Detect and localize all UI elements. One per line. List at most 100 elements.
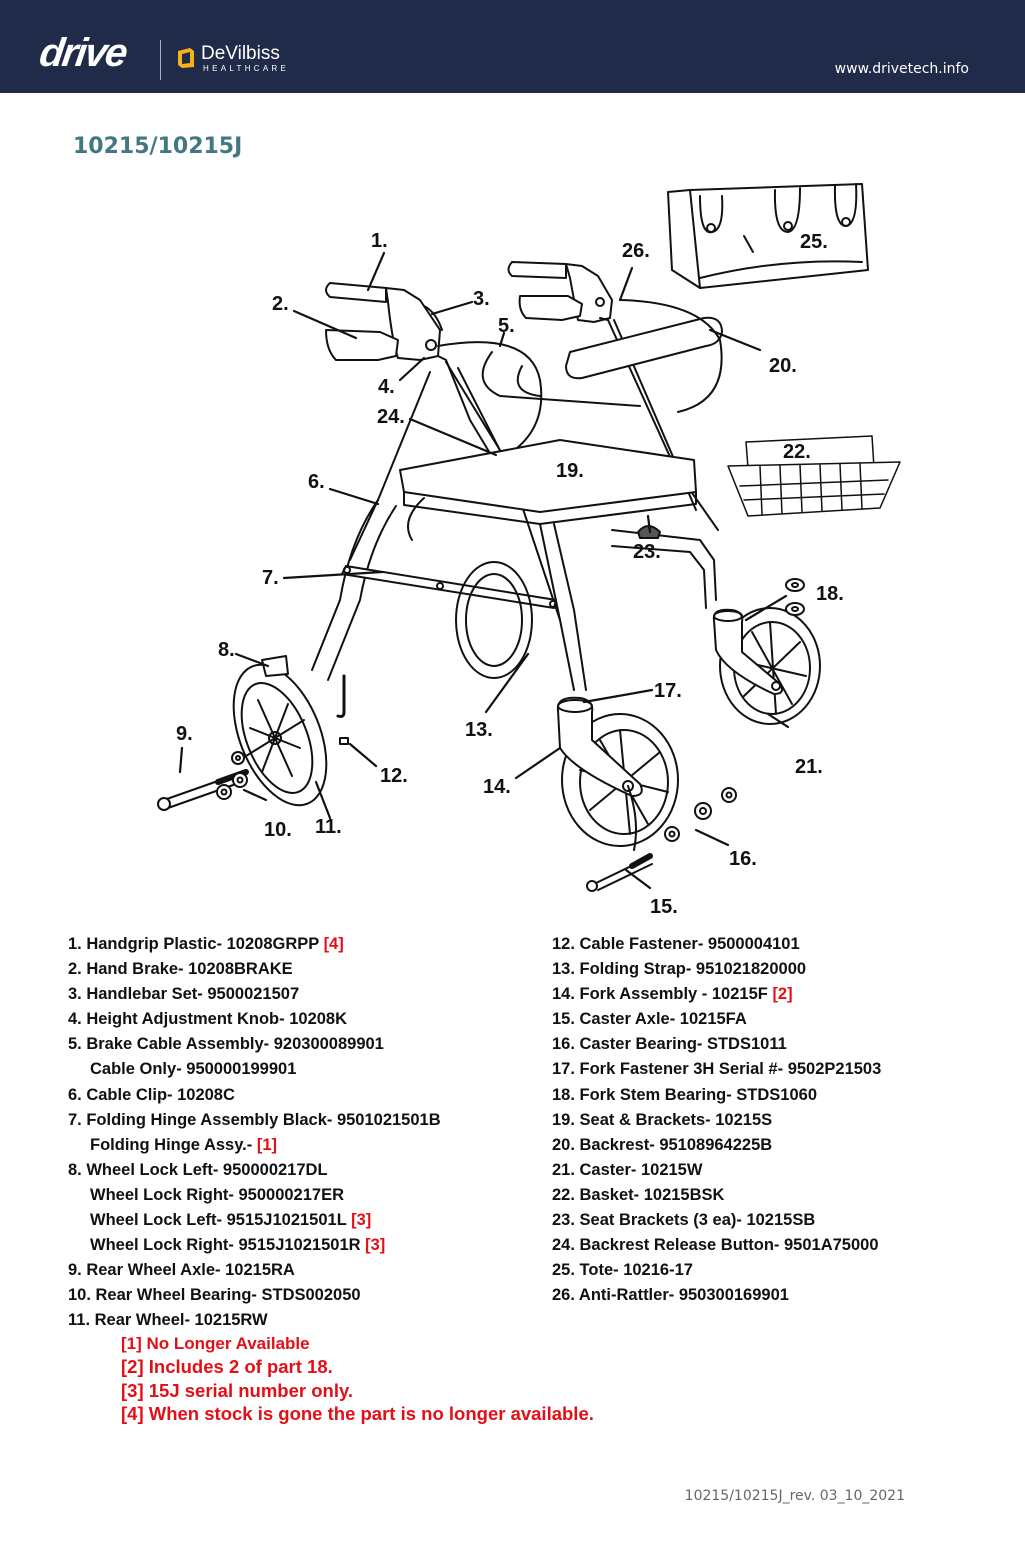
part-row: 17. Fork Fastener 3H Serial #- 9502P2150… [552,1057,881,1082]
callout-22: 22. [783,441,811,463]
part-row: 8. Wheel Lock Left- 950000217DL [68,1158,441,1183]
parts-list-left: 1. Handgrip Plastic- 10208GRPP [4] 2. Ha… [68,932,441,1334]
cable-fastener-drawing [336,674,349,745]
left-handle-drawing [325,282,443,361]
caster-parts-drawing [586,578,805,892]
part-row: Folding Hinge Assy.- [1] [68,1133,441,1158]
part-text: 9. Rear Wheel Axle- 10215RA [68,1261,295,1280]
part-text: Wheel Lock Right- 9515J1021501R [90,1236,361,1255]
footnote-2: [2] Includes 2 of part 18. [121,1356,333,1378]
part-text: 4. Height Adjustment Knob- 10208K [68,1010,348,1029]
callout-13: 13. [465,719,493,741]
part-row: 5. Brake Cable Assembly- 920300089901 [68,1032,441,1057]
callout-11: 11. [315,816,342,838]
part-text: 12. Cable Fastener- 9500004101 [552,935,800,953]
part-text: 19. Seat & Brackets- 10215S [552,1110,773,1129]
devilbiss-name: DeVilbiss [201,43,280,64]
part-row: 1. Handgrip Plastic- 10208GRPP [4] [68,932,441,957]
basket-drawing [727,435,901,517]
part-text: 13. Folding Strap- 951021820000 [552,960,807,979]
part-row: Wheel Lock Left- 9515J1021501L [3] [68,1208,441,1233]
callout-4: 4. [378,376,395,398]
part-text: 11. Rear Wheel- 10215RW [68,1311,268,1330]
exploded-parts-diagram: 1. 2. 3. 4. 5. 6. 7. 8. 9. 10. 11. 12. 1… [157,183,901,918]
callout-7: 7. [262,567,279,589]
part-text: 17. Fork Fastener 3H Serial #- 9502P2150… [552,1060,882,1079]
part-row: 22. Basket- 10215BSK [552,1183,881,1208]
part-text: 7. Folding Hinge Assembly Black- 9501021… [68,1110,441,1129]
devilbiss-subtitle: HEALTHCARE [203,64,290,73]
part-text: 20. Backrest- 95108964225B [552,1135,773,1154]
part-row: 12. Cable Fastener- 9500004101 [552,932,881,957]
part-row: 20. Backrest- 95108964225B [552,1133,881,1158]
callout-2: 2. [272,293,289,315]
callout-3: 3. [473,288,490,310]
callout-25: 25. [800,231,828,253]
part-text: 24. Backrest Release Button- 9501A75000 [552,1236,879,1255]
note-ref: [3] [365,1236,386,1255]
footnote-1: [1] No Longer Available [121,1334,310,1353]
part-row: Wheel Lock Right- 950000217ER [68,1183,441,1208]
callout-9: 9. [176,723,193,745]
note-ref: [1] [256,1135,278,1154]
part-row: 25. Tote- 10216-17 [552,1258,881,1283]
part-text: Wheel Lock Right- 950000217ER [90,1185,345,1204]
part-text: Folding Hinge Assy.- [90,1135,253,1154]
part-text: 10. Rear Wheel Bearing- STDS002050 [68,1286,361,1305]
part-row: 9. Rear Wheel Axle- 10215RA [68,1258,441,1283]
part-row: 6. Cable Clip- 10208C [68,1083,441,1108]
part-text: 22. Basket- 10215BSK [552,1185,725,1204]
part-text: 5. Brake Cable Assembly- 920300089901 [68,1035,384,1054]
part-text: 26. Anti-Rattler- 950300169901 [552,1286,789,1305]
part-text: 21. Caster- 10215W [552,1160,703,1179]
part-text: 16. Caster Bearing- STDS1011 [552,1035,787,1054]
callout-8: 8. [218,639,235,661]
callout-19: 19. [556,460,584,482]
part-row: 4. Height Adjustment Knob- 10208K [68,1007,441,1032]
part-row: 16. Caster Bearing- STDS1011 [552,1032,881,1057]
callout-16: 16. [729,848,757,870]
note-ref: [4] [323,935,344,953]
part-row: 3. Handlebar Set- 9500021507 [68,982,441,1007]
callout-23: 23. [633,541,661,563]
part-row: 24. Backrest Release Button- 9501A75000 [552,1233,881,1258]
logo-divider [160,40,161,80]
callout-12: 12. [380,765,408,787]
part-text: 3. Handlebar Set- 9500021507 [68,985,300,1004]
callout-10: 10. [264,819,292,841]
note-ref: [3] [351,1211,372,1230]
parts-list-right: 12. Cable Fastener- 9500004101 13. Foldi… [552,932,881,1308]
part-text: 18. Fork Stem Bearing- STDS1060 [552,1085,818,1104]
callout-14: 14. [483,776,511,798]
part-row: Cable Only- 950000199901 [68,1057,441,1082]
footnote-3: [3] 15J serial number only. [121,1379,354,1401]
part-row: 21. Caster- 10215W [552,1158,881,1183]
part-row: 11. Rear Wheel- 10215RW [68,1308,441,1333]
part-row: 19. Seat & Brackets- 10215S [552,1108,881,1133]
callout-labels: 1. 2. 3. 4. 5. 6. 7. 8. 9. 10. 11. 12. 1… [176,230,844,918]
part-text: 23. Seat Brackets (3 ea)- 10215SB [552,1211,816,1230]
part-row: 23. Seat Brackets (3 ea)- 10215SB [552,1208,881,1233]
part-text: 14. Fork Assembly - 10215F [552,985,768,1004]
rear-wheel-drawing [232,655,328,807]
drive-logo: drive [36,31,129,75]
part-text: 2. Hand Brake- 10208BRAKE [68,960,293,979]
footnotes: [1] No Longer Available [2] Includes 2 o… [121,1332,594,1425]
footnote-4: [4] When stock is gone the part is no lo… [121,1402,594,1424]
front-caster-drawing [556,607,821,847]
callout-21: 21. [795,756,823,778]
part-text: 25. Tote- 10216-17 [552,1261,693,1280]
part-text: Cable Only- 950000199901 [90,1060,297,1079]
callout-leaders [178,251,790,890]
website-link[interactable]: www.drivetech.info [834,61,969,77]
part-row: 10. Rear Wheel Bearing- STDS002050 [68,1283,441,1308]
tote-bag-drawing [667,183,869,289]
callout-15: 15. [650,896,678,918]
page-title: 10215/10215J [73,134,243,159]
part-text: Wheel Lock Left- 9515J1021501L [90,1211,347,1230]
revision-footer: 10215/10215J_rev. 03_10_2021 [684,1488,905,1504]
part-row: 2. Hand Brake- 10208BRAKE [68,957,441,982]
part-row: 18. Fork Stem Bearing- STDS1060 [552,1083,881,1108]
note-ref: [2] [772,985,793,1004]
part-row: 7. Folding Hinge Assembly Black- 9501021… [68,1108,441,1133]
